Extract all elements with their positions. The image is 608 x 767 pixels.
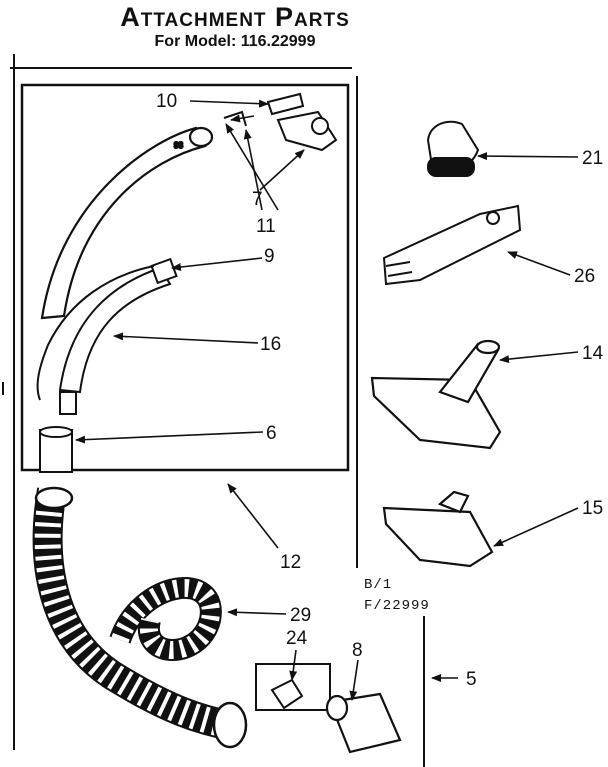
callout-7: 7 [252, 189, 263, 210]
callout-24: 24 [286, 628, 308, 649]
outer-frame [2, 54, 425, 767]
model-subtitle: For Model: 116.22999 [154, 33, 316, 50]
part-6-coupling [39, 426, 73, 473]
part-15-floor-tool [382, 490, 494, 568]
page-title: Attachment Parts [120, 2, 350, 32]
callout-12: 12 [280, 552, 301, 573]
part-14-floor-tool [370, 339, 502, 450]
leader-lines [75, 99, 579, 701]
callout-9: 9 [264, 246, 275, 267]
wand-group-box [20, 83, 350, 472]
callout-10: 10 [156, 91, 177, 112]
callout-8: 8 [352, 640, 363, 661]
part-21-brush [426, 120, 480, 177]
part-7-bracket [276, 110, 338, 152]
callout-6: 6 [266, 423, 277, 444]
curved-wand: 93 [40, 126, 214, 320]
part-10-clip [266, 92, 305, 116]
power-cord [36, 265, 155, 401]
callout-11: 11 [256, 216, 276, 237]
callout-16: 16 [260, 334, 281, 355]
callout-26: 26 [574, 266, 595, 287]
callout-21: 21 [582, 148, 603, 169]
part-11-pin [223, 110, 247, 127]
part-8-hose-end [325, 692, 402, 754]
lower-wand [58, 257, 178, 415]
callout-5: 5 [466, 669, 477, 690]
ref-code-1: B/1 [364, 577, 393, 593]
svg-text:93: 93 [174, 141, 183, 150]
ref-code-2: F/22999 [364, 598, 430, 614]
flexible-hose [32, 486, 248, 749]
callout-15: 15 [582, 498, 603, 519]
callout-29: 29 [290, 605, 311, 626]
callout-14: 14 [582, 343, 604, 364]
callout-labels: 10 7 11 9 16 6 12 21 26 14 15 29 24 8 5 [156, 91, 604, 690]
part-26-crevice-tool [382, 204, 522, 286]
